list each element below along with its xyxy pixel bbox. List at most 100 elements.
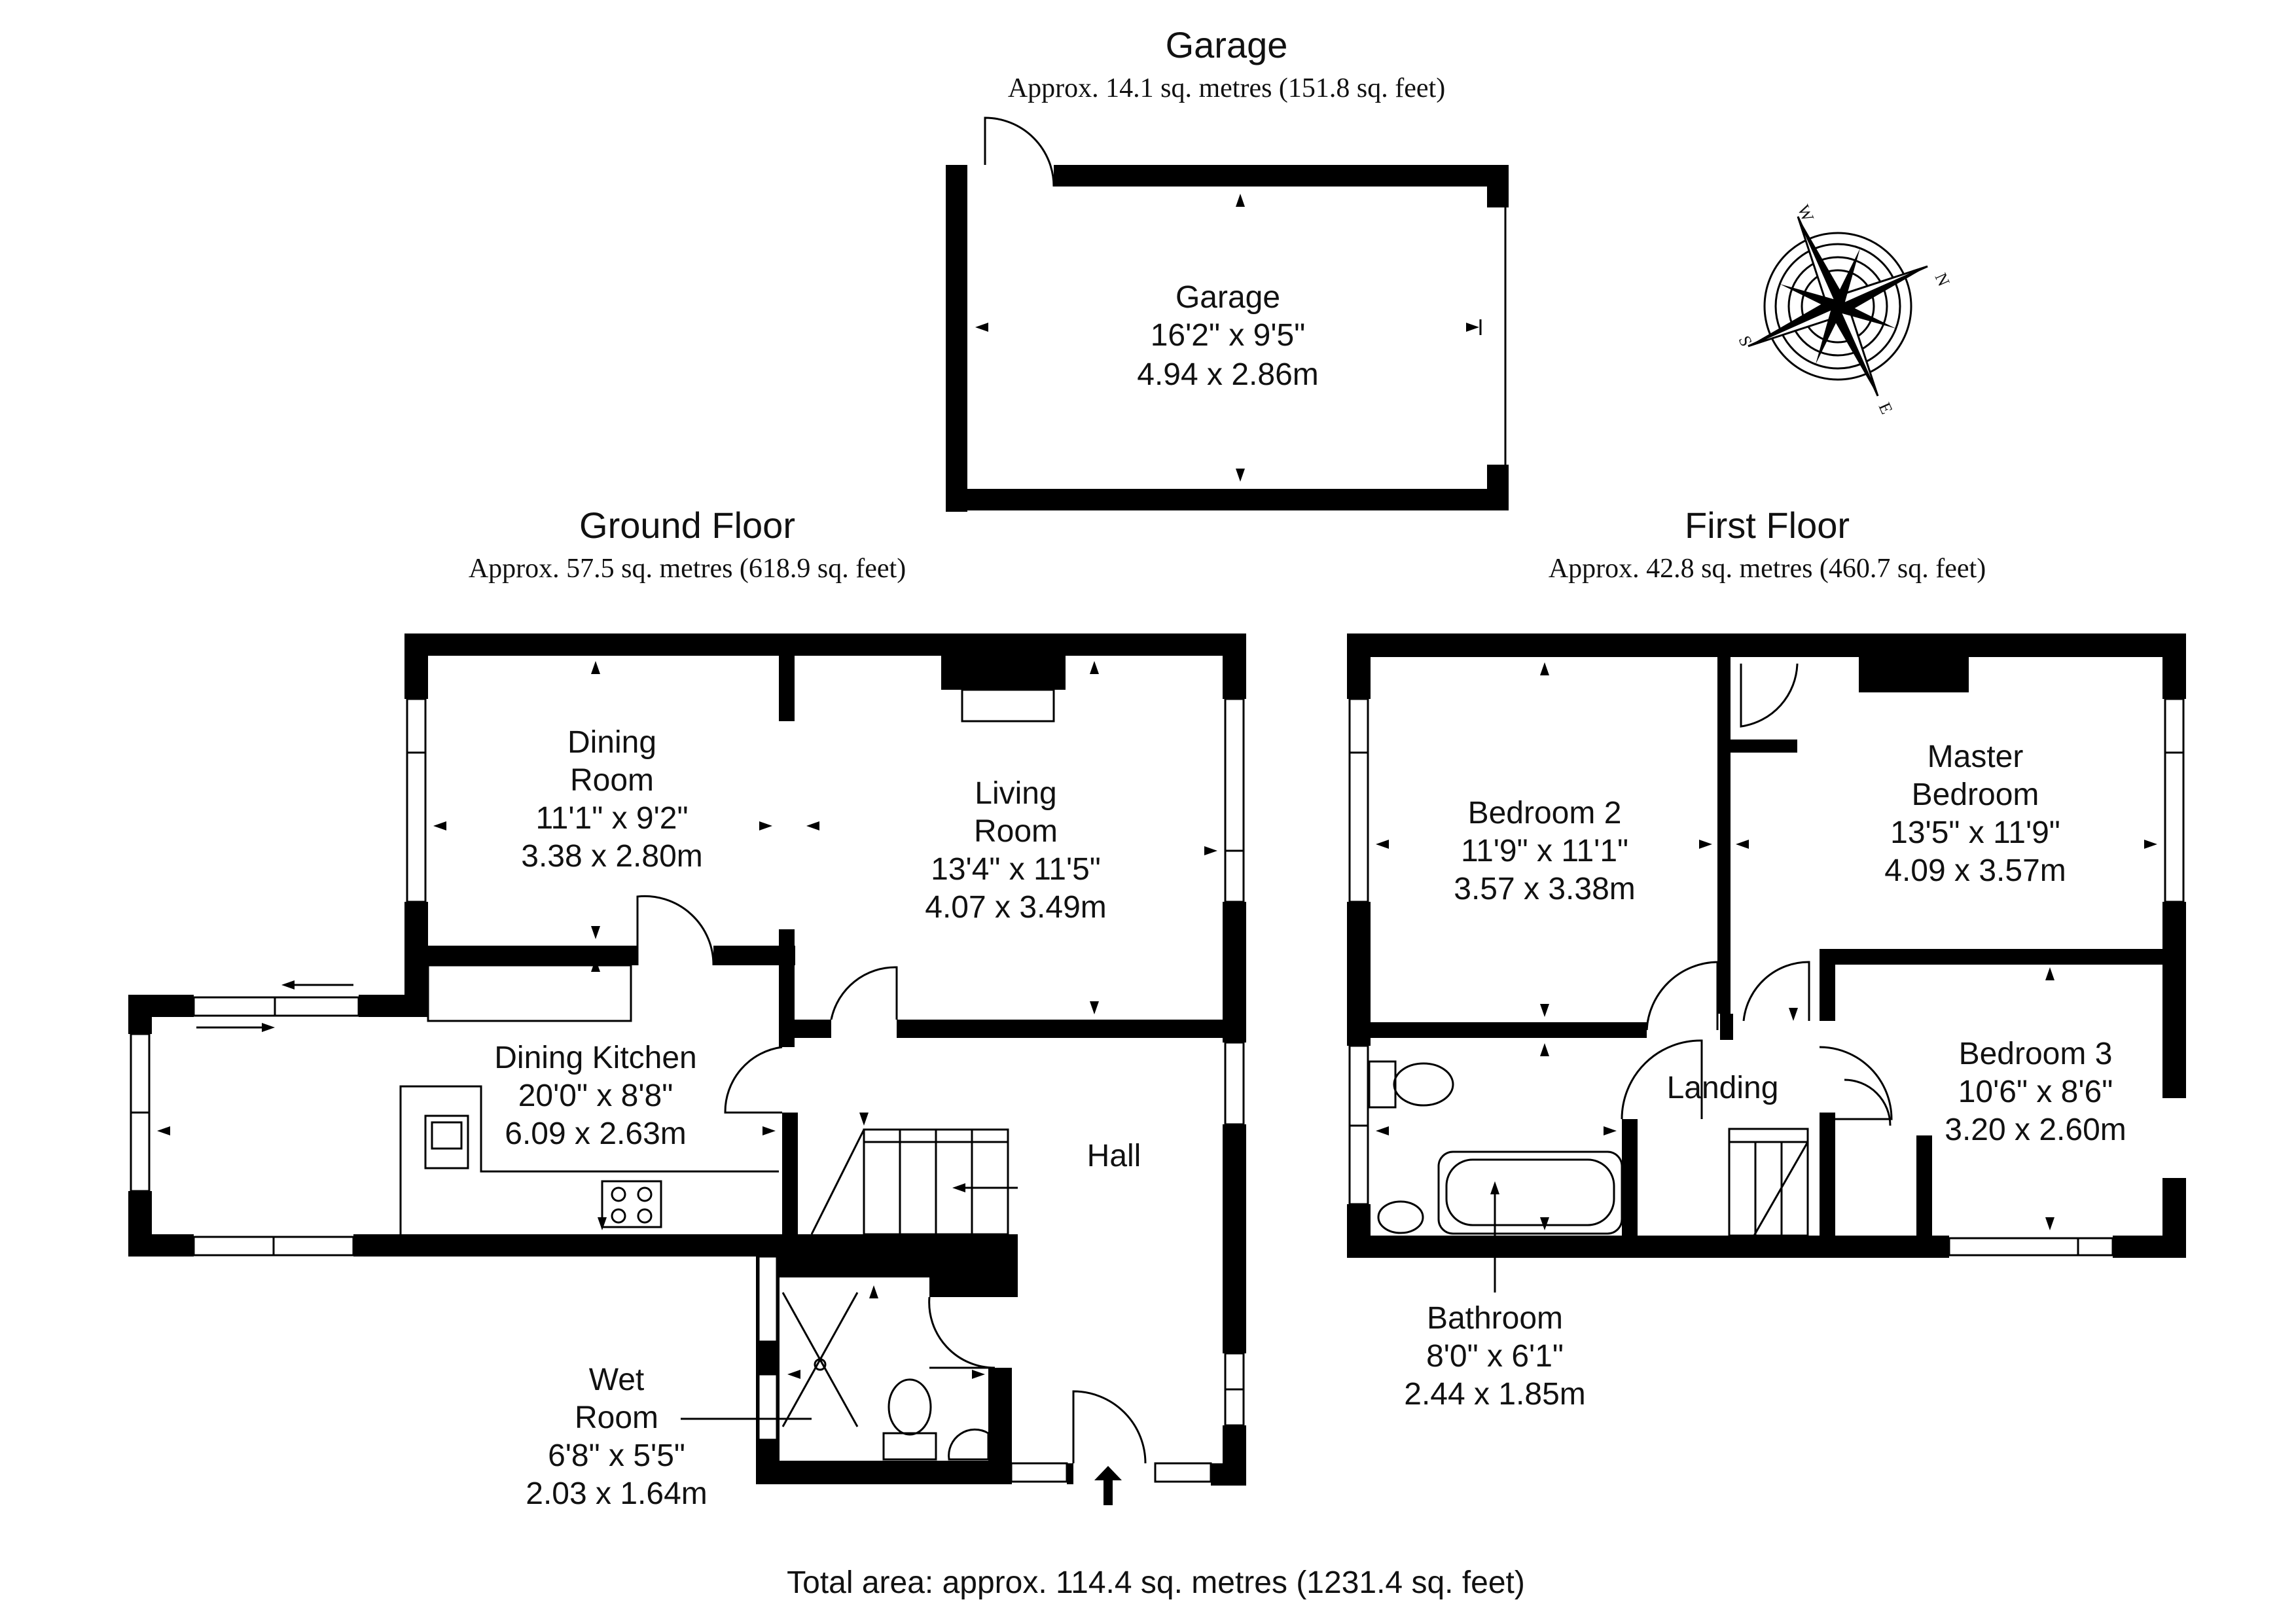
window (757, 1255, 778, 1343)
wall (1371, 1022, 1647, 1038)
dining-room-name-1: Dining (567, 725, 656, 760)
wet-room-name-1: Wet (589, 1363, 644, 1397)
dim-arrow (1090, 661, 1099, 674)
garage-room-metric: 4.94 x 2.86m (1137, 357, 1319, 392)
stair-arrow-head (952, 1183, 965, 1192)
dim-arrow (1736, 840, 1749, 849)
dim-arrow (1540, 1217, 1549, 1230)
kitchen-worktop (399, 1085, 779, 1234)
wall (404, 633, 1246, 656)
bathtub-icon (1437, 1150, 1623, 1235)
window (1224, 1041, 1245, 1126)
toilet-icon (1393, 1062, 1454, 1107)
wall (756, 1234, 1018, 1277)
ground-floor-title: Ground Floor (579, 505, 795, 546)
hob-icon (601, 1180, 662, 1228)
dim-arrow (1376, 1126, 1389, 1135)
hob-ring (637, 1186, 653, 1202)
dim-arrow (1540, 1004, 1549, 1017)
wall (1067, 1463, 1073, 1484)
garage-wall-right-bottom (1487, 465, 1509, 510)
master-bedroom-metric: 4.09 x 3.57m (1884, 853, 2066, 888)
compass-label-e: E (1875, 400, 1897, 417)
dim-arrow (1204, 846, 1217, 855)
hearth (961, 688, 1055, 722)
dim-arrow (975, 323, 988, 332)
wall (128, 1234, 194, 1257)
stair-tread (810, 1129, 865, 1235)
toilet-cistern (1368, 1060, 1397, 1109)
door (1742, 961, 1810, 1022)
wall (782, 1113, 798, 1234)
door (1844, 1079, 1892, 1126)
wall (988, 1368, 1012, 1484)
wall (1731, 740, 1797, 753)
total-area: Total area: approx. 114.4 sq. metres (12… (787, 1565, 1525, 1600)
garage-wall-top (1054, 165, 1509, 187)
compass-needle (1838, 303, 1896, 329)
door (928, 1296, 996, 1369)
bathroom-imperial: 8'0" x 6'1" (1426, 1339, 1564, 1374)
hob-ring (611, 1208, 626, 1224)
wall (1820, 949, 1835, 1021)
living-room-name-1: Living (975, 776, 1056, 811)
garage-title: Garage (1166, 24, 1288, 65)
first-floor-title: First Floor (1685, 505, 1850, 546)
wall (428, 946, 637, 965)
wall (2162, 902, 2186, 1098)
basin-icon (948, 1428, 990, 1461)
wall (1347, 633, 1371, 699)
wall (1347, 633, 2186, 657)
garage-wall-bottom (946, 489, 1509, 510)
bedroom-2-imperial: 11'9" x 11'1" (1461, 834, 1628, 868)
compass-ring (1774, 243, 1901, 370)
dim-arrow (972, 1370, 985, 1379)
dining-kitchen-name: Dining Kitchen (494, 1041, 697, 1075)
compass-ring (1801, 269, 1875, 344)
window (406, 698, 427, 903)
door (1621, 1039, 1703, 1120)
garage-wall-right-top (1487, 165, 1509, 207)
patio-door (192, 996, 360, 1017)
entrance-arrow-icon (1094, 1466, 1122, 1505)
basin-icon (1377, 1200, 1424, 1234)
slide-arrow-head (262, 1023, 275, 1032)
dining-room-name-2: Room (570, 763, 654, 798)
garage-door (984, 116, 1055, 187)
wall (1916, 1135, 1932, 1236)
wall (779, 1020, 831, 1038)
dimension-markers (1376, 662, 2157, 1230)
bathtub-inner (1445, 1158, 1615, 1226)
dining-room-metric: 3.38 x 2.80m (521, 839, 703, 874)
bathroom-metric: 2.44 x 1.85m (1404, 1377, 1586, 1412)
stair-tread (1753, 1141, 1809, 1236)
dim-arrow (1604, 1126, 1617, 1135)
chimney-breast (1859, 657, 1969, 692)
wall (404, 633, 428, 699)
dim-arrow (591, 661, 600, 674)
dim-arrow (762, 1126, 776, 1135)
wall (1820, 949, 2162, 965)
windows (1348, 698, 2185, 1257)
dim-arrow (1789, 1008, 1798, 1021)
master-bedroom-imperial: 13'5" x 11'9" (1890, 815, 2060, 850)
garage-room-name: Garage (1175, 280, 1280, 315)
staircase (810, 1128, 1018, 1236)
window (2164, 698, 2185, 903)
compass-needle (1780, 283, 1838, 310)
bedroom-2-name: Bedroom 2 (1468, 796, 1622, 830)
wall (1223, 902, 1246, 1043)
garage-room-imperial: 16'2" x 9'5" (1151, 318, 1306, 353)
wall (2162, 633, 2186, 699)
compass-label-n: N (1931, 270, 1954, 289)
dim-arrow (759, 821, 772, 830)
dim-arrow (433, 821, 446, 830)
master-bedroom-name-1: Master (1928, 740, 2024, 774)
dim-arrow (598, 1217, 607, 1230)
landing-name: Landing (1667, 1071, 1779, 1105)
garage-wall-left (946, 165, 967, 512)
hob-ring (637, 1208, 653, 1224)
garage-plan: Garage Approx. 14.1 sq. metres (151.8 sq… (946, 24, 1509, 512)
dim-arrow (859, 1113, 869, 1126)
wall (1347, 902, 1371, 1046)
